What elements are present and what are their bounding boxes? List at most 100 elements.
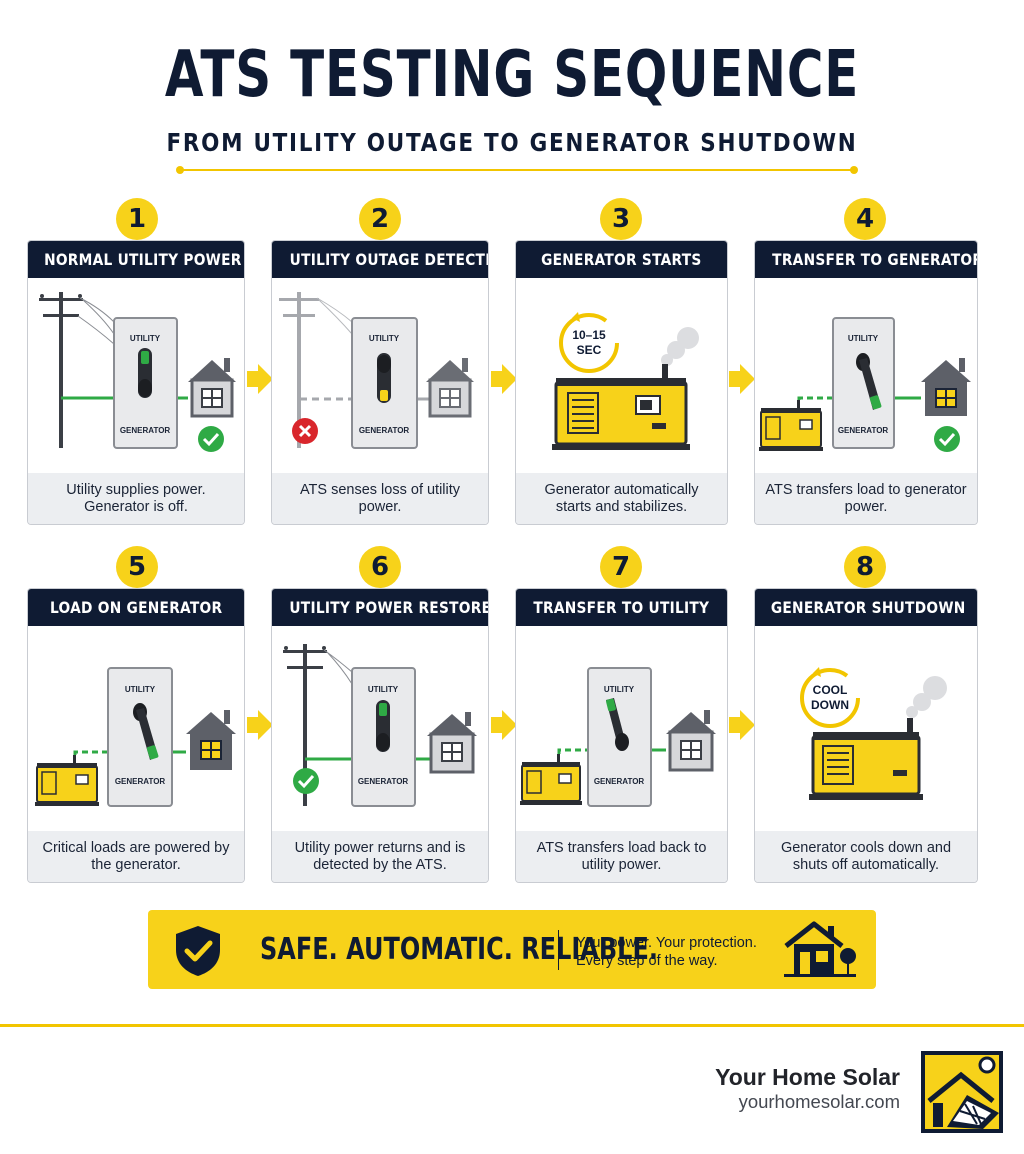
step-8-card: GENERATOR SHUTDOWN COOL DOWN Generator c… (754, 588, 978, 883)
step-2-number: 2 (359, 198, 401, 240)
step-2-illustration: UTILITY GENERATOR (279, 292, 474, 449)
arrow-right-icon (247, 364, 273, 394)
step-3-number: 3 (600, 198, 642, 240)
arrow-right-icon (729, 710, 755, 740)
step-6-card: UTILITY POWER RESTORED UTILITY GENERATOR (271, 588, 489, 883)
generator-icon (35, 755, 99, 806)
house-icon (426, 358, 474, 418)
step-3-title: GENERATOR STARTS (516, 241, 727, 278)
step-4-card: TRANSFER TO GENERATOR UTILITY GENERATOR (754, 240, 978, 525)
svg-text:DOWN: DOWN (811, 698, 849, 712)
svg-text:GENERATOR: GENERATOR (359, 426, 410, 435)
banner-tagline: Your power. Your protection. Every step … (576, 935, 757, 969)
step-6-illustration: UTILITY GENERATOR (283, 644, 477, 807)
ats-switch-icon: UTILITY GENERATOR (351, 317, 418, 449)
subtitle-divider (176, 166, 858, 174)
house-icon (188, 358, 236, 418)
step-1-number: 1 (116, 198, 158, 240)
svg-text:SEC: SEC (577, 343, 602, 357)
page-title: ATS TESTING SEQUENCE (164, 38, 860, 112)
home-icon (784, 921, 856, 977)
step-7-number: 7 (600, 546, 642, 588)
step-8-number: 8 (844, 546, 886, 588)
step-2-title: UTILITY OUTAGE DETECTED (272, 241, 488, 278)
step-7-card: TRANSFER TO UTILITY UTILITY GENERATOR (515, 588, 728, 883)
arrow-right-icon (247, 710, 273, 740)
step-4-title: TRANSFER TO GENERATOR (755, 241, 977, 278)
ats-switch-icon: UTILITY GENERATOR (351, 667, 416, 807)
step-5-title: LOAD ON GENERATOR (28, 589, 244, 626)
house-icon (427, 712, 477, 774)
step-8-description: Generator cools down and shuts off autom… (755, 831, 977, 882)
step-6-title: UTILITY POWER RESTORED (272, 589, 488, 626)
generator-icon (809, 718, 923, 800)
ats-switch-icon: UTILITY GENERATOR (107, 667, 173, 807)
step-5-illustration: UTILITY GENERATOR (35, 667, 236, 807)
step-4-illustration: UTILITY GENERATOR (759, 317, 971, 452)
ats-switch-icon: UTILITY GENERATOR (587, 667, 652, 807)
step-7-illustration: UTILITY GENERATOR (520, 667, 716, 807)
generator-icon (759, 400, 823, 451)
svg-text:UTILITY: UTILITY (848, 334, 879, 343)
svg-text:GENERATOR: GENERATOR (594, 777, 645, 786)
step-1-card: NORMAL UTILITY POWER UTILITY GENERATOR (27, 240, 245, 525)
step-6-number: 6 (359, 546, 401, 588)
cooldown-timer-icon: COOL DOWN (800, 667, 860, 728)
banner-headline: SAFE. AUTOMATIC. RELIABLE. (260, 932, 658, 967)
smoke-icon (906, 676, 947, 718)
brand-name: Your Home Solar (715, 1064, 900, 1090)
check-icon (198, 426, 224, 452)
svg-text:UTILITY: UTILITY (604, 685, 635, 694)
step-7-description: ATS transfers load back to utility power… (516, 831, 727, 882)
step-4-number: 4 (844, 198, 886, 240)
brand-logo-icon (921, 1051, 1003, 1133)
step-1-description: Utility supplies power. Generator is off… (28, 473, 244, 524)
step-2-card: UTILITY OUTAGE DETECTED UTILITY GENERATO… (271, 240, 489, 525)
step-5-number: 5 (116, 546, 158, 588)
utility-pole-icon (279, 292, 353, 448)
page-subtitle: FROM UTILITY OUTAGE TO GENERATOR SHUTDOW… (166, 128, 858, 157)
svg-text:UTILITY: UTILITY (130, 334, 161, 343)
timer-icon: 10–15 SEC (559, 312, 619, 373)
svg-text:GENERATOR: GENERATOR (838, 426, 889, 435)
arrow-right-icon (491, 364, 517, 394)
check-icon (934, 426, 960, 452)
smoke-icon (661, 327, 699, 366)
safety-banner: SAFE. AUTOMATIC. RELIABLE. Your power. Y… (148, 910, 876, 989)
arrow-right-icon (729, 364, 755, 394)
house-icon (666, 710, 716, 772)
step-3-illustration: 10–15 SEC (552, 312, 699, 450)
generator-icon (552, 364, 690, 450)
svg-text:UTILITY: UTILITY (368, 685, 399, 694)
step-8-title: GENERATOR SHUTDOWN (755, 589, 977, 626)
step-1-title: NORMAL UTILITY POWER (28, 241, 244, 278)
step-8-illustration: COOL DOWN (800, 667, 947, 800)
svg-text:GENERATOR: GENERATOR (358, 777, 409, 786)
house-icon (186, 710, 236, 770)
banner-divider (558, 930, 559, 970)
svg-text:GENERATOR: GENERATOR (115, 777, 166, 786)
generator-icon (520, 754, 582, 805)
utility-pole-icon (39, 292, 115, 448)
utility-pole-icon (283, 644, 353, 806)
svg-text:UTILITY: UTILITY (125, 685, 156, 694)
step-5-description: Critical loads are powered by the genera… (28, 831, 244, 882)
ats-switch-icon: UTILITY GENERATOR (832, 317, 895, 449)
check-icon (293, 768, 319, 794)
step-3-card: GENERATOR STARTS 10–15 SEC (515, 240, 728, 525)
ats-switch-icon: UTILITY GENERATOR (113, 317, 178, 449)
brand-url[interactable]: yourhomesolar.com (738, 1091, 900, 1112)
svg-text:UTILITY: UTILITY (369, 334, 400, 343)
step-6-description: Utility power returns and is detected by… (272, 831, 488, 882)
step-1-illustration: UTILITY GENERATOR (39, 292, 236, 452)
svg-text:COOL: COOL (813, 683, 848, 697)
step-5-card: LOAD ON GENERATOR UTILITY GENERATOR (27, 588, 245, 883)
step-7-title: TRANSFER TO UTILITY (516, 589, 727, 626)
svg-text:GENERATOR: GENERATOR (120, 426, 171, 435)
svg-text:10–15: 10–15 (572, 328, 606, 342)
step-3-description: Generator automatically starts and stabi… (516, 473, 727, 524)
step-2-description: ATS senses loss of utility power. (272, 473, 488, 524)
arrow-right-icon (491, 710, 517, 740)
shield-check-icon (176, 926, 220, 976)
footer-divider (0, 1024, 1024, 1027)
